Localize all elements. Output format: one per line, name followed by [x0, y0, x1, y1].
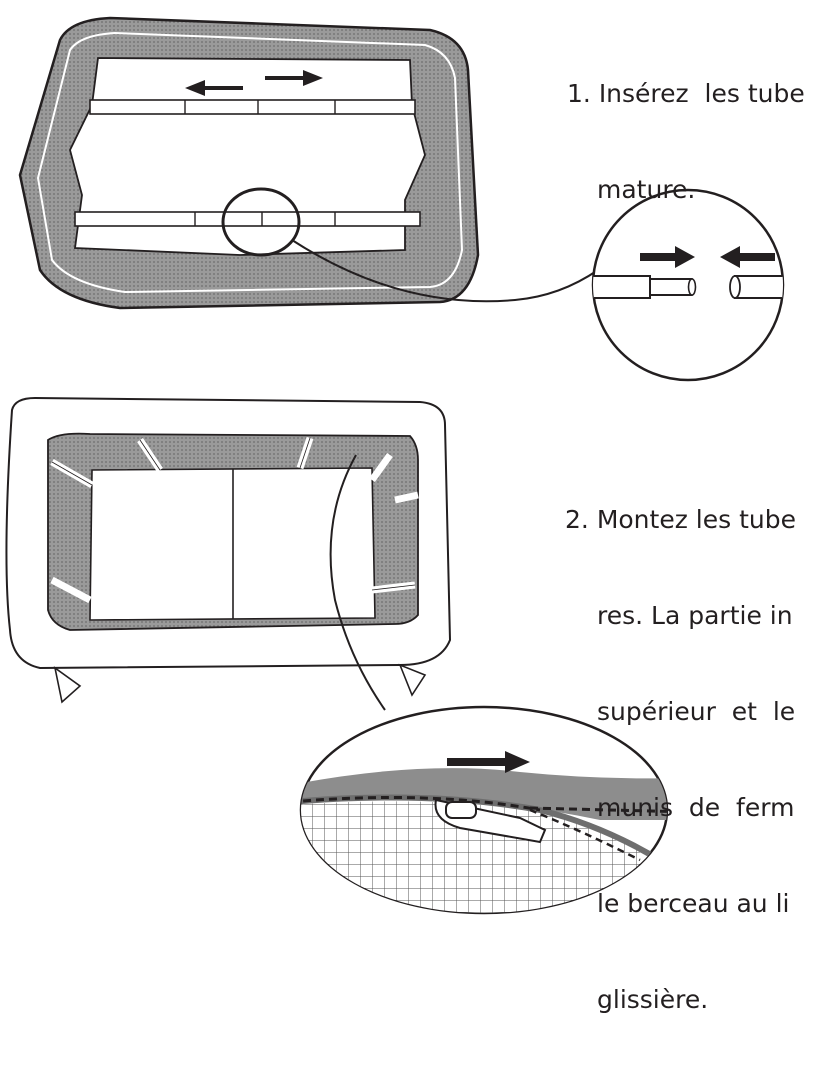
push-right-arrow-icon — [640, 246, 695, 268]
right-arrow-icon — [265, 70, 323, 86]
left-arrow-icon — [185, 80, 243, 96]
step-1-line-1: 1. Insérez les tube — [567, 79, 805, 108]
joint-highlight-circle — [221, 187, 301, 257]
cot-figure — [5, 396, 452, 711]
step-2-line-1: 2. Montez les tube — [565, 505, 796, 534]
leader-line — [291, 239, 599, 303]
zipper-slider-icon — [434, 798, 547, 844]
step-2-line-4: munis de ferm — [597, 793, 795, 822]
instruction-page: 1. Insérez les tube mature. 2. Montez le… — [5, 14, 805, 1014]
assembly-illustrations — [5, 16, 785, 915]
push-left-arrow-icon — [720, 246, 775, 268]
step-2-line-6: glissière. — [597, 985, 709, 1014]
step-1-text: 1. Insérez les tube mature. — [567, 14, 805, 270]
zip-leader-line — [329, 454, 386, 711]
step-1-line-2: mature. — [597, 175, 696, 204]
lower-tube — [74, 211, 421, 227]
step-2-line-3: supérieur et le — [597, 697, 796, 726]
zipper-detail — [299, 705, 669, 915]
step-2-text: 2. Montez les tube res. La partie in sup… — [565, 440, 796, 1080]
step-2-line-5: le berceau au li — [597, 889, 790, 918]
upper-tube — [89, 99, 416, 115]
step-2-line-2: res. La partie in — [597, 601, 793, 630]
tube-joint-detail — [591, 188, 785, 382]
mattress-frame-figure — [18, 16, 599, 310]
zip-direction-arrow-icon — [447, 751, 530, 773]
